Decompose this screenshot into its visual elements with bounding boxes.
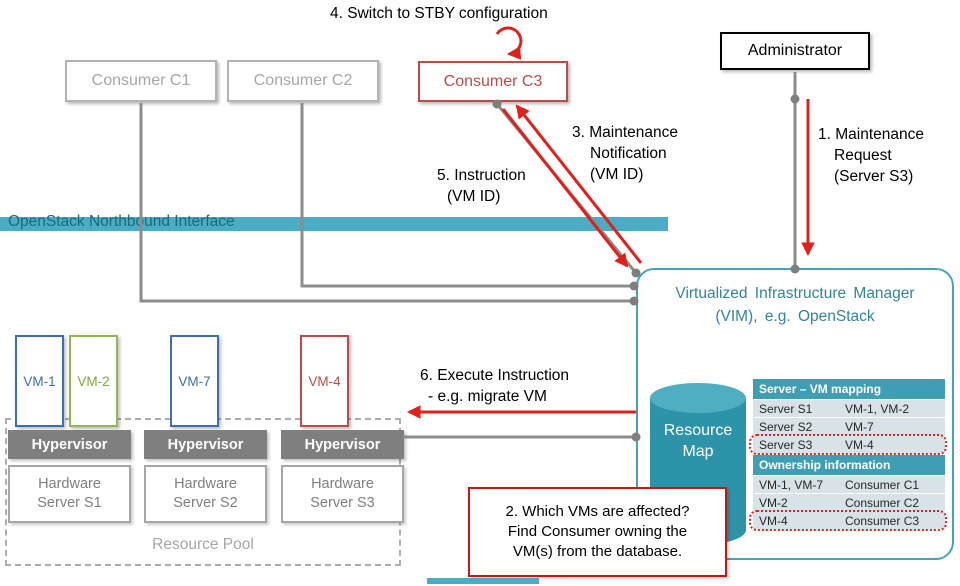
table-row: VM-2 Consumer C2 bbox=[753, 494, 945, 511]
cell-vms: VM-4 bbox=[759, 513, 788, 528]
ownership-information-table: Ownership information VM-1, VM-7 Consume… bbox=[749, 455, 947, 531]
step1-line3: (Server S3) bbox=[834, 168, 914, 185]
resource-map-line2: Map bbox=[682, 443, 714, 460]
table-row-highlighted: Server S3 VM-4 bbox=[749, 434, 947, 455]
hw-line1: Hardware bbox=[174, 476, 237, 492]
dot bbox=[790, 94, 800, 104]
cell-vms: VM-2 bbox=[759, 495, 788, 510]
hypervisor-1: Hypervisor bbox=[8, 430, 131, 459]
resource-map-line1: Resource bbox=[663, 422, 733, 439]
table-row: Server S1 VM-1, VM-2 bbox=[753, 400, 945, 417]
hw-line2: Server S3 bbox=[310, 495, 375, 511]
hw-line1: Hardware bbox=[38, 476, 101, 492]
bottom-edge-line bbox=[427, 578, 539, 584]
northbound-interface-label: OpenStack Northbound Interface bbox=[8, 213, 235, 230]
cell-server: Server S1 bbox=[759, 401, 813, 416]
consumer-c2-label: Consumer C2 bbox=[253, 72, 353, 89]
vim-title: Virtualized Infrastructure Manager (VIM)… bbox=[636, 282, 954, 328]
step3-line3: (VM ID) bbox=[590, 166, 644, 183]
vm-2-box: VM-2 bbox=[69, 335, 118, 427]
vm-1-box: VM-1 bbox=[15, 335, 64, 427]
step1-label: 1. Maintenance Request (Server S3) bbox=[818, 124, 924, 187]
cell-vms: VM-4 bbox=[845, 437, 874, 452]
cell-consumer: Consumer C2 bbox=[845, 495, 920, 510]
vim-title-line1: Virtualized Infrastructure Manager bbox=[675, 285, 915, 302]
step6-line1: 6. Execute Instruction bbox=[420, 367, 570, 384]
step1-line2: Request bbox=[834, 147, 892, 164]
resource-pool-label: Resource Pool bbox=[152, 536, 254, 553]
vm-4-label: VM-4 bbox=[308, 373, 341, 389]
hw-line2: Server S2 bbox=[173, 495, 238, 511]
consumer-c3-box: Consumer C3 bbox=[418, 61, 568, 102]
vm-1-label: VM-1 bbox=[23, 373, 56, 389]
mapping-table-header: Server – VM mapping bbox=[753, 379, 945, 399]
administrator-box: Administrator bbox=[720, 32, 870, 70]
hardware-server-s1: Hardware Server S1 bbox=[8, 465, 131, 523]
cell-server: Server S2 bbox=[759, 419, 813, 434]
vim-title-line2: (VIM), e.g. OpenStack bbox=[715, 308, 875, 325]
server-vm-mapping-table: Server – VM mapping Server S1 VM-1, VM-2… bbox=[749, 379, 947, 455]
hypervisor-2: Hypervisor bbox=[144, 430, 267, 459]
table-row: Server S2 VM-7 bbox=[753, 418, 945, 435]
step5-line1: 5. Instruction bbox=[437, 167, 526, 184]
consumer-c1-label: Consumer C1 bbox=[91, 72, 191, 89]
table-row-highlighted: VM-4 Consumer C3 bbox=[749, 510, 947, 531]
consumer-c1-box: Consumer C1 bbox=[65, 60, 217, 102]
vm-2-label: VM-2 bbox=[77, 373, 110, 389]
step4-label: 4. Switch to STBY configuration bbox=[330, 5, 548, 22]
vm-7-label: VM-7 bbox=[178, 373, 211, 389]
vm-4-box: VM-4 bbox=[300, 335, 349, 427]
cell-vms: VM-7 bbox=[845, 419, 874, 434]
step5-label: 5. Instruction (VM ID) bbox=[437, 165, 526, 207]
step2-line2: Find Consumer owning the bbox=[507, 523, 688, 540]
cell-server: Server S3 bbox=[759, 437, 813, 452]
step1-line1: 1. Maintenance bbox=[818, 126, 924, 143]
step6-line2: - e.g. migrate VM bbox=[428, 388, 547, 405]
table-row: VM-1, VM-7 Consumer C1 bbox=[753, 476, 945, 493]
cell-vms: VM-1, VM-2 bbox=[845, 401, 910, 416]
consumer-c2-box: Consumer C2 bbox=[227, 60, 379, 102]
step2-line3: VM(s) from the database. bbox=[512, 543, 683, 560]
hypervisor-3: Hypervisor bbox=[281, 430, 404, 459]
consumer-c1-line bbox=[139, 103, 634, 303]
cylinder-top bbox=[650, 383, 746, 413]
cell-consumer: Consumer C1 bbox=[845, 477, 920, 492]
step3-label: 3. Maintenance Notification (VM ID) bbox=[572, 122, 678, 185]
cell-vms: VM-1, VM-7 bbox=[759, 477, 824, 492]
step2-line1: 2. Which VMs are affected? bbox=[505, 503, 690, 520]
step3-line1: 3. Maintenance bbox=[572, 124, 678, 141]
step3-line2: Notification bbox=[590, 145, 667, 162]
hardware-server-s2: Hardware Server S2 bbox=[144, 465, 267, 523]
cell-consumer: Consumer C3 bbox=[845, 513, 920, 528]
vm-7-box: VM-7 bbox=[170, 335, 219, 427]
arrow-stby-self-loop bbox=[495, 26, 523, 60]
hardware-server-s3: Hardware Server S3 bbox=[281, 465, 404, 523]
administrator-label: Administrator bbox=[747, 42, 843, 59]
hw-line2: Server S1 bbox=[37, 495, 102, 511]
hw-line1: Hardware bbox=[311, 476, 374, 492]
consumer-c3-label: Consumer C3 bbox=[443, 72, 543, 90]
step5-line2: (VM ID) bbox=[447, 188, 501, 205]
ownership-table-header: Ownership information bbox=[753, 455, 945, 475]
step6-label: 6. Execute Instruction - e.g. migrate VM bbox=[420, 365, 569, 407]
step2-callout-box: 2. Which VMs are affected? Find Consumer… bbox=[468, 487, 727, 577]
resource-map-label: Resource Map bbox=[650, 420, 746, 462]
